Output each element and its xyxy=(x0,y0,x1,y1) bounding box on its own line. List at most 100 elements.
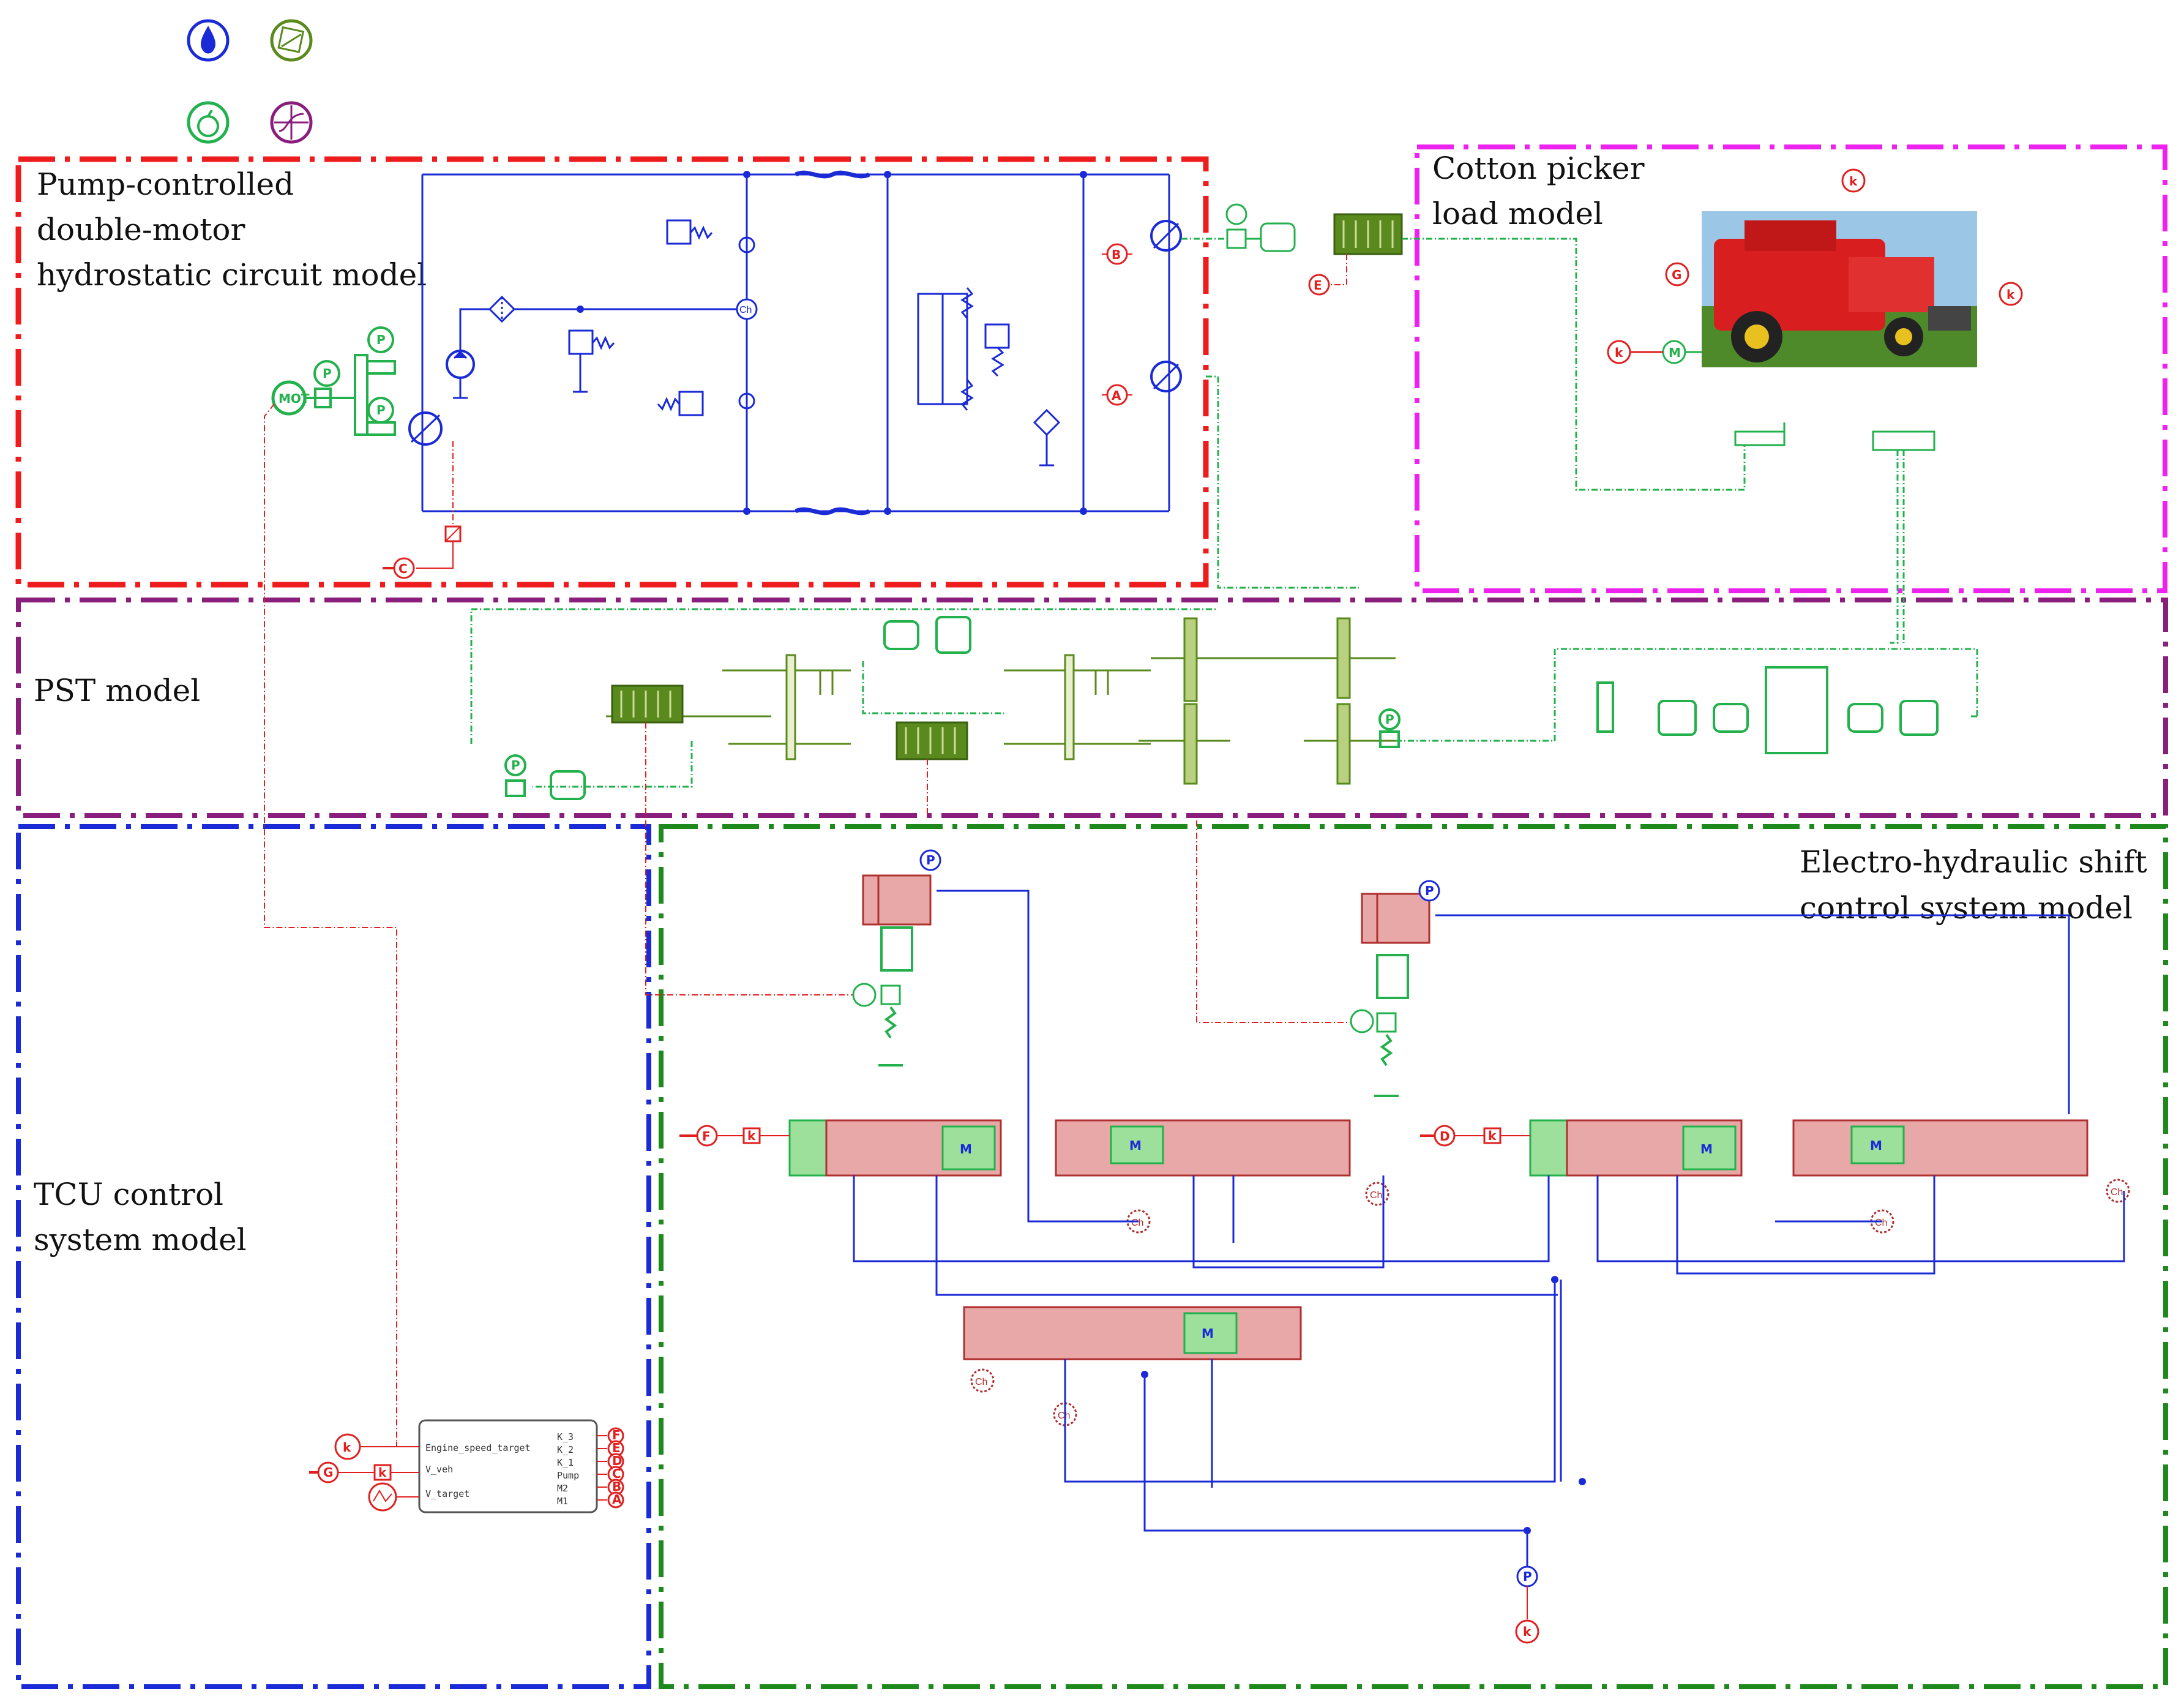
svg-text:M1: M1 xyxy=(557,1496,568,1507)
mechanical-icon xyxy=(270,19,313,62)
hydraulic-drop-icon xyxy=(187,19,230,62)
svg-text:K_2: K_2 xyxy=(557,1444,574,1455)
svg-text:Pump: Pump xyxy=(557,1470,579,1481)
pump-tags: MOT P P P xyxy=(279,332,386,418)
cotton-region-box xyxy=(1415,144,2167,593)
svg-text:G: G xyxy=(1672,268,1681,282)
pst-gear-train xyxy=(470,608,1978,788)
svg-text:B: B xyxy=(612,1479,621,1494)
svg-text:C: C xyxy=(398,561,408,576)
signal-icon xyxy=(187,101,230,144)
svg-text:Engine_speed_target: Engine_speed_target xyxy=(425,1442,531,1453)
pump-signal-C: C xyxy=(383,525,462,579)
shift-valve-3: M xyxy=(1529,1119,1743,1177)
svg-text:P: P xyxy=(926,853,935,868)
clutch-actuator-1: P xyxy=(852,849,941,1067)
tcu-region-title: TCU control system model xyxy=(34,1177,247,1258)
svg-text:k: k xyxy=(747,1128,756,1143)
svg-text:E: E xyxy=(1314,278,1322,293)
svg-text:A: A xyxy=(612,1492,622,1507)
pump-drive-shaft xyxy=(271,326,396,436)
svg-text:MOT: MOT xyxy=(279,391,310,406)
svg-text:V_veh: V_veh xyxy=(425,1464,453,1475)
shift-valve-2: M xyxy=(1055,1119,1351,1177)
svg-text:k: k xyxy=(343,1440,351,1455)
ehs-region-title: Electro-hydraulic shift control system m… xyxy=(1800,844,2157,926)
svg-text:P: P xyxy=(511,758,520,773)
svg-text:Ch: Ch xyxy=(1875,1218,1887,1228)
svg-text:D: D xyxy=(1440,1129,1450,1144)
clutch-actuator-2: P xyxy=(1350,880,1440,1097)
tcu-region-box xyxy=(16,824,651,1689)
svg-text:k: k xyxy=(1615,345,1623,360)
tcu-inputs: k G k xyxy=(309,1433,419,1512)
svg-text:V_target: V_target xyxy=(425,1488,469,1499)
svg-text:B: B xyxy=(1112,247,1121,262)
svg-text:A: A xyxy=(1112,388,1121,403)
valve-signal-F: F k xyxy=(679,1125,790,1147)
tcu-control-block: Engine_speed_target V_veh V_target K_3 K… xyxy=(418,1419,598,1513)
tcu-output-tags xyxy=(597,1435,607,1501)
cotton-region-title: Cotton picker load model xyxy=(1432,151,1654,231)
svg-text:k: k xyxy=(1488,1128,1497,1143)
svg-text:M2: M2 xyxy=(557,1483,568,1494)
svg-text:C: C xyxy=(612,1466,621,1481)
svg-text:G: G xyxy=(323,1465,333,1480)
svg-text:F: F xyxy=(702,1129,711,1144)
hydrostatic-circuit: Ch xyxy=(408,170,1182,515)
shift-junctions xyxy=(1141,1276,1586,1534)
svg-text:Ch: Ch xyxy=(1131,1218,1143,1228)
svg-text:D: D xyxy=(612,1453,623,1468)
svg-text:P: P xyxy=(1385,712,1394,727)
shift-valve-4: M xyxy=(1792,1119,2089,1177)
svg-text:F: F xyxy=(612,1428,621,1442)
shift-hydraulic-lines xyxy=(853,890,2125,1567)
tcu-output-circles xyxy=(607,1427,624,1509)
svg-text:Ch: Ch xyxy=(975,1377,987,1387)
pst-signal-wires xyxy=(645,722,1359,1023)
motor-output-shaft xyxy=(1181,203,1359,589)
pump-region-box xyxy=(15,156,1209,588)
svg-text:Ch: Ch xyxy=(2111,1187,2123,1198)
svg-text:P: P xyxy=(1523,1569,1532,1584)
ehs-region-box xyxy=(659,824,2168,1689)
svg-text:Ch: Ch xyxy=(739,305,752,315)
svg-text:k: k xyxy=(2006,287,2015,302)
svg-text:M: M xyxy=(1870,1138,1882,1153)
tcu-output-letters: F E D C B A xyxy=(612,1428,623,1507)
svg-text:M: M xyxy=(960,1142,972,1157)
svg-text:P: P xyxy=(1425,883,1434,898)
svg-text:M: M xyxy=(1669,345,1681,360)
magnetic-icon xyxy=(270,101,313,144)
pressure-source: P k xyxy=(1515,1565,1539,1644)
svg-text:k: k xyxy=(1849,174,1858,189)
svg-text:Ch: Ch xyxy=(1370,1190,1382,1201)
load-signal-E: E xyxy=(1308,254,1347,296)
svg-text:P: P xyxy=(376,403,386,418)
svg-text:M: M xyxy=(1700,1142,1713,1157)
pst-clutch-2 xyxy=(896,721,968,760)
pst-tags: P P xyxy=(511,712,1394,773)
svg-text:k: k xyxy=(1523,1624,1531,1639)
motor-signal-B: B xyxy=(1106,243,1128,265)
pst-region-title: PST model xyxy=(34,673,200,708)
svg-text:K_1: K_1 xyxy=(557,1457,574,1468)
pst-clutch-1 xyxy=(611,684,684,724)
svg-text:Ch: Ch xyxy=(1058,1411,1070,1421)
valve-signal-D: D k xyxy=(1420,1125,1530,1147)
svg-text:M: M xyxy=(1129,1138,1142,1153)
svg-text:P: P xyxy=(376,332,386,347)
shift-valve-1: M xyxy=(788,1119,1002,1177)
cotton-load-connections xyxy=(1402,238,1935,644)
svg-text:k: k xyxy=(378,1465,387,1480)
motor-signal-A: A xyxy=(1106,384,1128,406)
pst-region-box xyxy=(16,598,2168,818)
shift-valve-5: M xyxy=(963,1306,1302,1360)
pump-region-title: Pump-controlled double-motor hydrostatic… xyxy=(37,167,427,293)
svg-text:P: P xyxy=(323,366,332,381)
svg-text:M: M xyxy=(1202,1326,1214,1341)
svg-text:E: E xyxy=(612,1441,621,1455)
svg-text:K_3: K_3 xyxy=(557,1431,574,1442)
pst-inertia-blocks xyxy=(504,616,1939,800)
